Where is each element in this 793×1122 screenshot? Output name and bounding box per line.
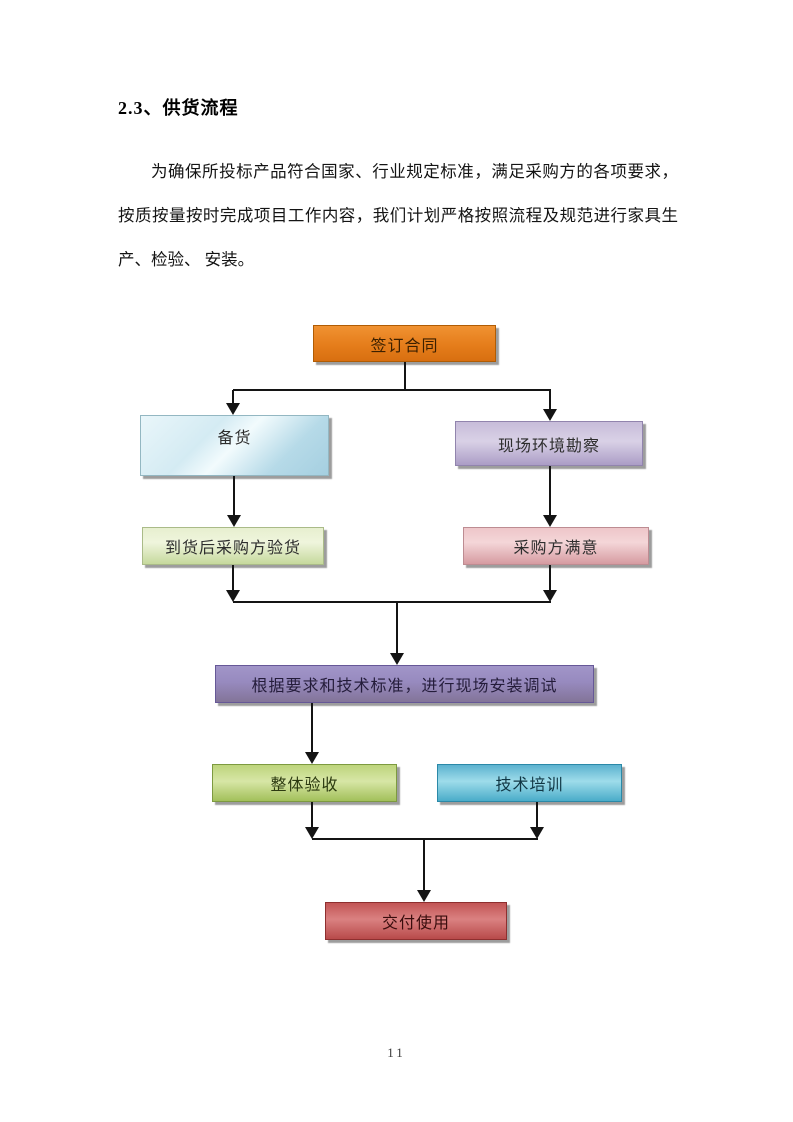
arrowhead-icon — [226, 403, 240, 415]
flow-node-purchaser-satisfied: 采购方满意 — [463, 527, 649, 565]
arrowhead-icon — [227, 515, 241, 527]
flow-node-delivery: 交付使用 — [325, 902, 507, 940]
flow-node-label: 根据要求和技术标准，进行现场安装调试 — [251, 678, 558, 695]
flow-node-label: 交付使用 — [381, 915, 450, 932]
flow-node-site-survey: 现场环境勘察 — [455, 421, 643, 466]
flow-node-label: 采购方满意 — [513, 540, 599, 557]
intro-paragraph: 为确保所投标产品符合国家、行业规定标准，满足采购方的各项要求，按质按量按时完成项… — [118, 162, 678, 269]
flow-line — [423, 839, 425, 890]
arrowhead-icon — [390, 653, 404, 665]
flow-node-label: 备货 — [217, 430, 252, 447]
flow-line — [311, 802, 313, 827]
flow-node-label: 签订合同 — [370, 337, 439, 355]
arrowhead-icon — [543, 590, 557, 602]
flow-node-prepare-goods: 备货 — [140, 415, 329, 476]
arrowhead-icon — [543, 515, 557, 527]
flow-node-overall-acceptance: 整体验收 — [212, 764, 397, 802]
arrowhead-icon — [417, 890, 431, 902]
flow-line — [404, 362, 406, 390]
flow-line — [396, 602, 398, 653]
flow-line — [549, 466, 551, 515]
flow-node-label: 整体验收 — [270, 777, 339, 794]
flow-line — [549, 390, 551, 409]
flow-line — [233, 601, 551, 603]
flow-line — [311, 703, 313, 752]
arrowhead-icon — [543, 409, 557, 421]
flow-line — [232, 565, 234, 590]
flow-node-install-debug: 根据要求和技术标准，进行现场安装调试 — [215, 665, 594, 703]
arrowhead-icon — [530, 827, 544, 839]
section-heading: 2.3、供货流程 — [118, 98, 239, 118]
flow-line — [232, 390, 234, 403]
flow-node-tech-training: 技术培训 — [437, 764, 622, 802]
flow-node-label: 技术培训 — [495, 777, 564, 794]
flow-node-label: 现场环境勘察 — [497, 437, 600, 455]
flow-line — [536, 802, 538, 827]
flow-node-label: 到货后采购方验货 — [164, 540, 301, 557]
arrowhead-icon — [226, 590, 240, 602]
arrowhead-icon — [305, 752, 319, 764]
flow-line — [233, 476, 235, 515]
flow-node-inspect-goods: 到货后采购方验货 — [142, 527, 324, 565]
page-number: 11 — [387, 1045, 406, 1060]
flow-node-sign-contract: 签订合同 — [313, 325, 496, 362]
flow-line — [233, 389, 551, 391]
flow-line — [312, 838, 538, 840]
arrowhead-icon — [305, 827, 319, 839]
flow-line — [549, 565, 551, 590]
